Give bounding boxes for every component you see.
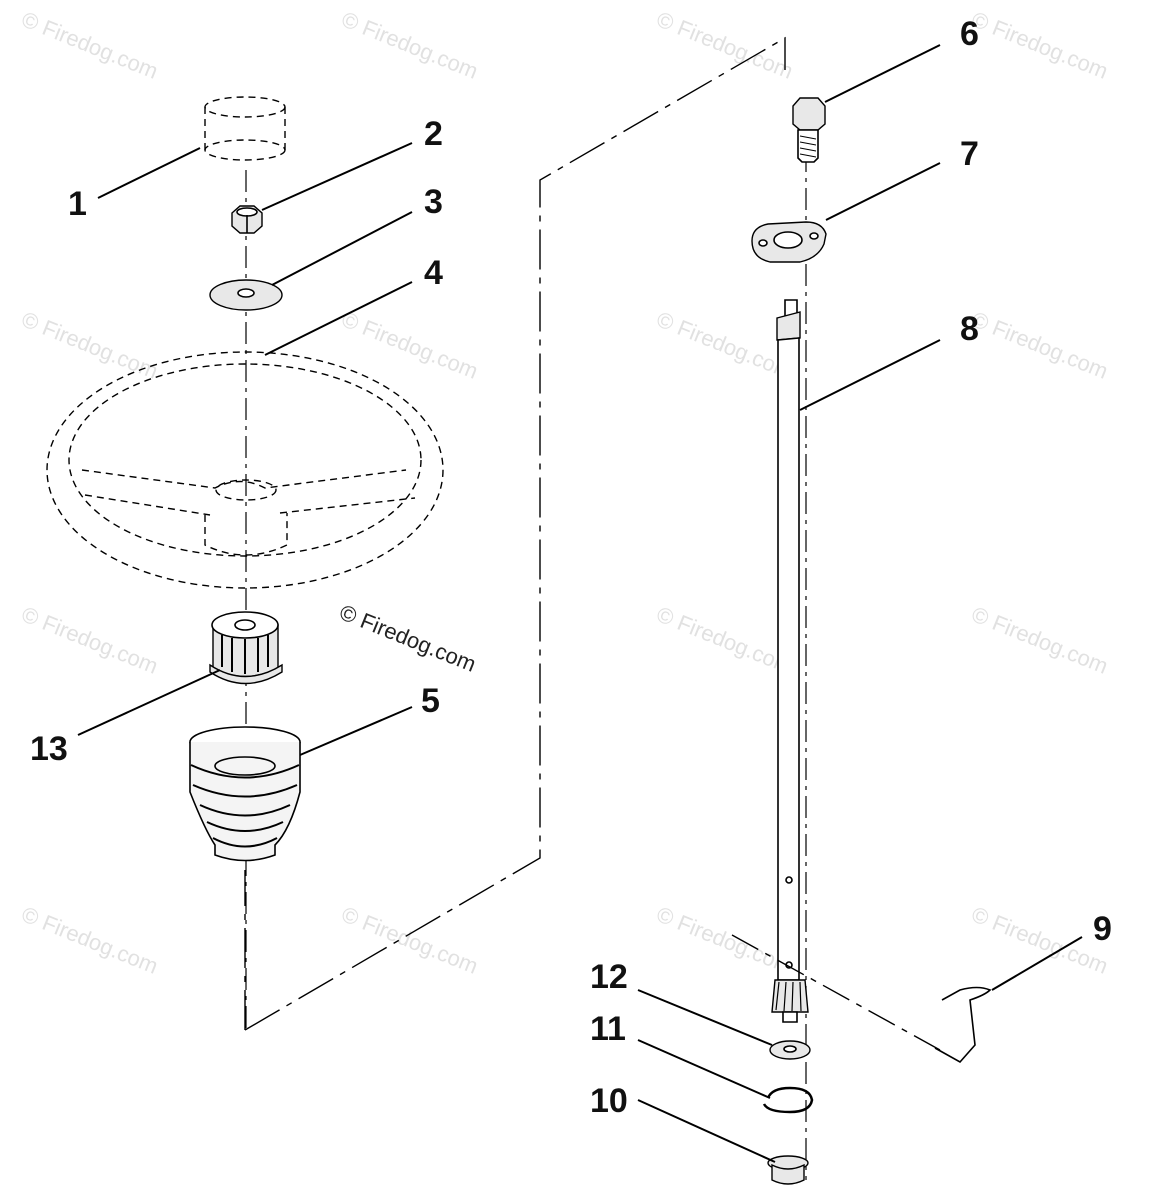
bushing-part — [767, 1155, 809, 1185]
callout-1: 1 — [68, 185, 87, 223]
steering-wheel-part — [46, 351, 444, 589]
watermark: © Firedog.com — [18, 306, 161, 383]
cap-part — [204, 96, 286, 161]
cone-boot-part — [189, 726, 301, 862]
watermark: © Firedog.com — [968, 601, 1111, 678]
watermark: © Firedog.com — [653, 6, 796, 83]
leader-lines — [77, 44, 1083, 1163]
watermark: © Firedog.com — [18, 601, 161, 678]
watermark: © Firedog.com — [338, 901, 481, 978]
callout-labels: 1 2 3 4 5 6 7 8 9 10 11 12 13 — [30, 15, 1112, 1120]
leader-2 — [261, 142, 413, 211]
main-watermark: © Firedog.com — [336, 599, 479, 676]
watermark: © Firedog.com — [653, 601, 796, 678]
leader-13 — [77, 669, 221, 736]
callout-2: 2 — [424, 115, 443, 153]
leader-3 — [271, 211, 413, 286]
leader-7 — [825, 162, 941, 221]
callout-7: 7 — [960, 135, 979, 173]
hairpin-clip-part — [731, 934, 992, 1064]
watermark-grid: © Firedog.com © Firedog.com © Firedog.co… — [18, 6, 1111, 978]
watermark: © Firedog.com — [338, 306, 481, 383]
callout-6: 6 — [960, 15, 979, 53]
watermark: © Firedog.com — [968, 901, 1111, 978]
callout-9: 9 — [1093, 910, 1112, 948]
leader-11 — [637, 1039, 771, 1099]
watermark: © Firedog.com — [653, 306, 796, 383]
watermark: © Firedog.com — [338, 6, 481, 83]
leader-9 — [991, 936, 1083, 991]
bolt-part — [792, 97, 826, 163]
flange-plate-part — [751, 221, 827, 263]
steering-shaft-part — [776, 299, 801, 981]
watermark: © Firedog.com — [968, 6, 1111, 83]
pinion-gear-part — [771, 979, 809, 1023]
callout-13: 13 — [30, 730, 68, 768]
leader-12 — [637, 989, 773, 1046]
spline-adapter-part — [209, 611, 283, 685]
leader-5 — [299, 706, 413, 756]
thrust-washer-part — [769, 1040, 811, 1060]
hex-nut-part — [231, 205, 263, 234]
callout-3: 3 — [424, 183, 443, 221]
leader-6 — [824, 44, 941, 103]
watermark: © Firedog.com — [18, 901, 161, 978]
leader-4 — [264, 281, 413, 356]
retaining-ring-part — [762, 1086, 814, 1114]
callout-12: 12 — [590, 958, 628, 996]
callout-8: 8 — [960, 310, 979, 348]
callout-11: 11 — [590, 1010, 626, 1048]
leader-10 — [637, 1099, 776, 1163]
leader-8 — [799, 339, 941, 411]
leader-1 — [97, 147, 201, 199]
watermark: © Firedog.com — [18, 6, 161, 83]
callout-10: 10 — [590, 1082, 628, 1120]
washer-part — [209, 279, 283, 311]
watermark: © Firedog.com — [653, 901, 796, 978]
watermark: © Firedog.com — [968, 306, 1111, 383]
callout-5: 5 — [421, 682, 440, 720]
callout-4: 4 — [424, 254, 443, 292]
phantom-outline — [244, 36, 786, 1031]
